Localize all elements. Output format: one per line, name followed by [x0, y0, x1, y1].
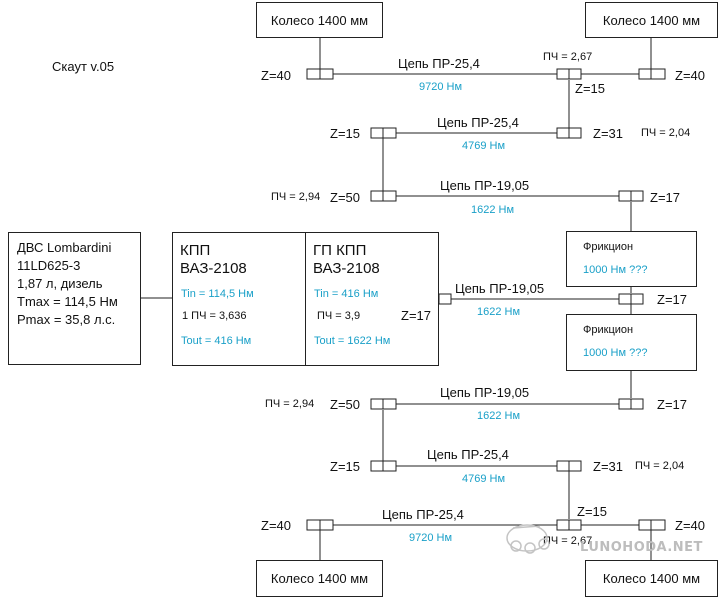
wheel-label: Колесо 1400 мм: [602, 12, 701, 28]
z-label: Z=40: [261, 68, 291, 83]
chain-torque: 4769 Нм: [462, 140, 506, 152]
engine-line-1: ДВС Lombardini: [17, 240, 112, 255]
z-label: Z=15: [330, 459, 360, 474]
gp-tin: Tin = 416 Нм: [314, 288, 379, 300]
z-label: Z=15: [577, 504, 607, 519]
chain-torque: 1622 Нм: [477, 410, 521, 422]
wheel-box-top-right: Колесо 1400 мм: [585, 2, 718, 38]
kpp-ratio: 1 ПЧ = 3,636: [182, 310, 247, 322]
kpp-tout: Tout = 416 Нм: [181, 335, 252, 347]
friction-label: Фрикцион: [583, 324, 634, 336]
wheel-box-bottom-right: Колесо 1400 мм: [585, 560, 718, 597]
engine-line-3: 1,87 л, дизель: [17, 276, 103, 291]
z-label: Z=40: [261, 518, 291, 533]
diagram-title: Скаут v.05: [52, 59, 115, 74]
chain-torque: 9720 Нм: [409, 532, 453, 544]
chain-label: Цепь ПР-25,4: [427, 447, 509, 462]
wheel-label: Колесо 1400 мм: [270, 12, 369, 28]
ratio-label: ПЧ = 2,94: [271, 191, 321, 203]
chain-label: Цепь ПР-25,4: [437, 115, 519, 130]
engine-box: [8, 232, 141, 365]
gearbox-divider: [305, 232, 306, 366]
ratio-label: ПЧ = 2,94: [265, 398, 315, 410]
chain-label: Цепь ПР-19,05: [440, 178, 530, 193]
z-label: Z=50: [330, 397, 360, 412]
friction-box-top: [566, 231, 697, 287]
chain-torque: 1622 Нм: [471, 204, 515, 216]
wheel-label: Колесо 1400 мм: [270, 571, 369, 586]
wheel-label: Колесо 1400 мм: [602, 571, 701, 586]
z-label: Z=15: [575, 81, 605, 96]
chain-label: Цепь ПР-19,05: [440, 385, 530, 400]
chain-torque: 1622 Нм: [477, 306, 521, 318]
gp-title: ГП КПП: [313, 242, 367, 259]
friction-torque: 1000 Нм ???: [583, 264, 648, 276]
z-label: Z=40: [675, 68, 705, 83]
z-label: Z=40: [675, 518, 705, 533]
kpp-title: КПП: [180, 242, 211, 259]
gp-tout: Tout = 1622 Нм: [314, 335, 391, 347]
sprocket-group: [306, 68, 666, 531]
z-label: Z=31: [593, 126, 623, 141]
gp-model: ВАЗ-2108: [313, 260, 380, 277]
z-label: Z=50: [330, 190, 360, 205]
chain-label: Цепь ПР-19,05: [455, 281, 545, 296]
engine-line-4: Tmax = 114,5 Нм: [17, 294, 118, 309]
ratio-label: ПЧ = 2,04: [635, 460, 685, 472]
ratio-label: ПЧ = 2,67: [543, 535, 593, 547]
kpp-tin: Tin = 114,5 Нм: [181, 288, 254, 300]
gp-ratio: ПЧ = 3,9: [317, 310, 361, 322]
friction-torque: 1000 Нм ???: [583, 347, 648, 359]
z-label: Z=17: [657, 292, 687, 307]
ratio-label: ПЧ = 2,67: [543, 51, 593, 63]
watermark-text: LUNOHODA.NET: [580, 540, 703, 555]
chain-torque: 4769 Нм: [462, 473, 506, 485]
chain-label: Цепь ПР-25,4: [398, 56, 480, 71]
wheel-box-bottom-left: Колесо 1400 мм: [256, 560, 383, 597]
chain-label: Цепь ПР-25,4: [382, 507, 464, 522]
z-label: Z=17: [401, 308, 431, 323]
friction-box-bottom: [566, 314, 697, 371]
kpp-model: ВАЗ-2108: [180, 260, 247, 277]
engine-line-5: Pmax = 35,8 л.с.: [17, 312, 116, 327]
wheel-box-top-left: Колесо 1400 мм: [256, 2, 383, 38]
ratio-label: ПЧ = 2,04: [641, 127, 691, 139]
z-label: Z=15: [330, 126, 360, 141]
z-label: Z=31: [593, 459, 623, 474]
z-label: Z=17: [657, 397, 687, 412]
engine-line-2: 11LD625-3: [17, 258, 81, 273]
z-label: Z=17: [650, 190, 680, 205]
chain-torque: 9720 Нм: [419, 81, 463, 93]
friction-label: Фрикцион: [583, 241, 634, 253]
